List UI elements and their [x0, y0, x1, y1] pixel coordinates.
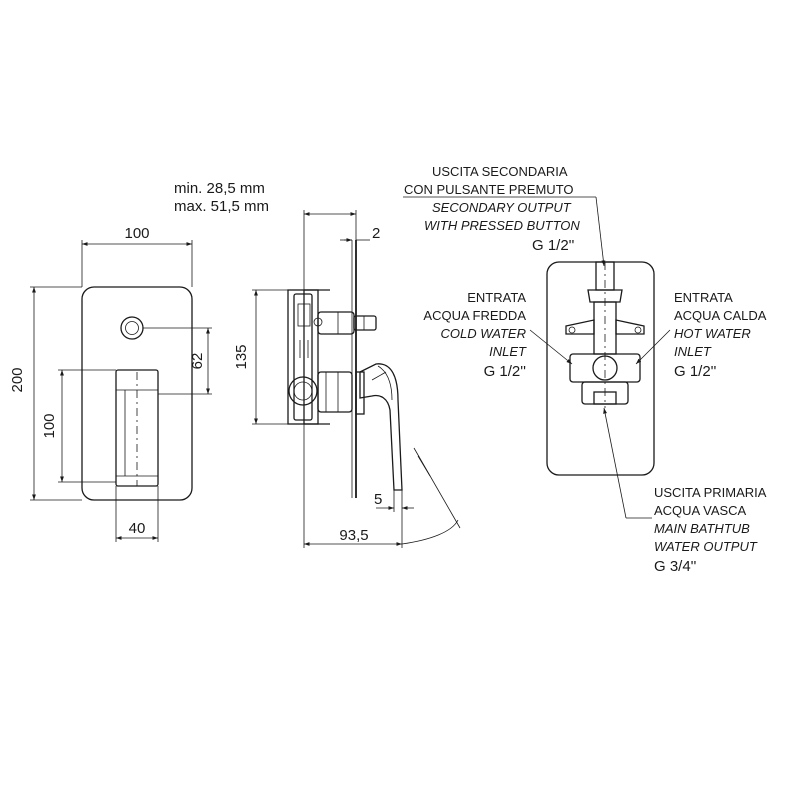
dim-plate-thickness: 2 [372, 225, 380, 242]
connection-view: USCITA SECONDARIA CON PULSANTE PREMUTO S… [403, 164, 767, 575]
svg-text:MAIN BATHTUB: MAIN BATHTUB [654, 521, 750, 536]
dim-projection: 93,5 [339, 527, 368, 544]
side-lever-profile [355, 363, 403, 491]
svg-text:ACQUA VASCA: ACQUA VASCA [654, 503, 747, 518]
side-view: min. 28,5 mm max. 51,5 mm 2 135 5 93,5 [174, 180, 461, 548]
svg-text:HOT WATER: HOT WATER [674, 326, 751, 341]
front-cover-plate [81, 286, 193, 501]
dim-body-height: 135 [233, 344, 250, 369]
dim-lever-width: 40 [129, 520, 146, 537]
dim-button-offset: 62 [189, 353, 206, 370]
svg-text:WATER OUTPUT: WATER OUTPUT [654, 539, 758, 554]
label-cold-inlet: ENTRATA ACQUA FREDDA COLD WATER INLET G … [423, 290, 527, 380]
label-hot-inlet: ENTRATA ACQUA CALDA HOT WATER INLET G 1/… [674, 290, 767, 380]
svg-text:USCITA PRIMARIA: USCITA PRIMARIA [654, 485, 767, 500]
svg-text:ENTRATA: ENTRATA [467, 290, 526, 305]
svg-text:COLD WATER: COLD WATER [441, 326, 526, 341]
svg-text:ENTRATA: ENTRATA [674, 290, 733, 305]
front-lever [115, 369, 159, 487]
dim-depth-max: max. 51,5 mm [174, 198, 269, 215]
dim-front-height: 200 [9, 367, 26, 392]
valve-body [565, 261, 645, 408]
svg-text:ACQUA FREDDA: ACQUA FREDDA [423, 308, 526, 323]
svg-text:G 3/4'': G 3/4'' [654, 558, 697, 575]
svg-text:G 1/2'': G 1/2'' [674, 363, 717, 380]
label-main-outlet: USCITA PRIMARIA ACQUA VASCA MAIN BATHTUB… [654, 485, 767, 575]
dim-lever-height: 100 [41, 413, 58, 438]
svg-text:ACQUA CALDA: ACQUA CALDA [674, 308, 767, 323]
svg-text:CON PULSANTE PREMUTO: CON PULSANTE PREMUTO [404, 182, 574, 197]
dim-depth-min: min. 28,5 mm [174, 180, 265, 197]
dim-front-width: 100 [124, 225, 149, 242]
svg-text:USCITA SECONDARIA: USCITA SECONDARIA [432, 164, 568, 179]
svg-text:SECONDARY OUTPUT: SECONDARY OUTPUT [432, 200, 572, 215]
svg-text:G 1/2'': G 1/2'' [484, 363, 527, 380]
svg-text:INLET: INLET [674, 344, 712, 359]
rear-cover-plate [546, 261, 655, 476]
label-secondary-outlet: USCITA SECONDARIA CON PULSANTE PREMUTO S… [404, 164, 580, 254]
side-builtin-body [287, 289, 377, 425]
diverter-button [120, 316, 144, 340]
svg-text:INLET: INLET [489, 344, 527, 359]
svg-text:WITH PRESSED BUTTON: WITH PRESSED BUTTON [424, 218, 580, 233]
svg-text:G 1/2'': G 1/2'' [532, 237, 575, 254]
dim-gap: 5 [374, 491, 382, 508]
front-view: 100 200 62 100 40 [9, 225, 212, 542]
